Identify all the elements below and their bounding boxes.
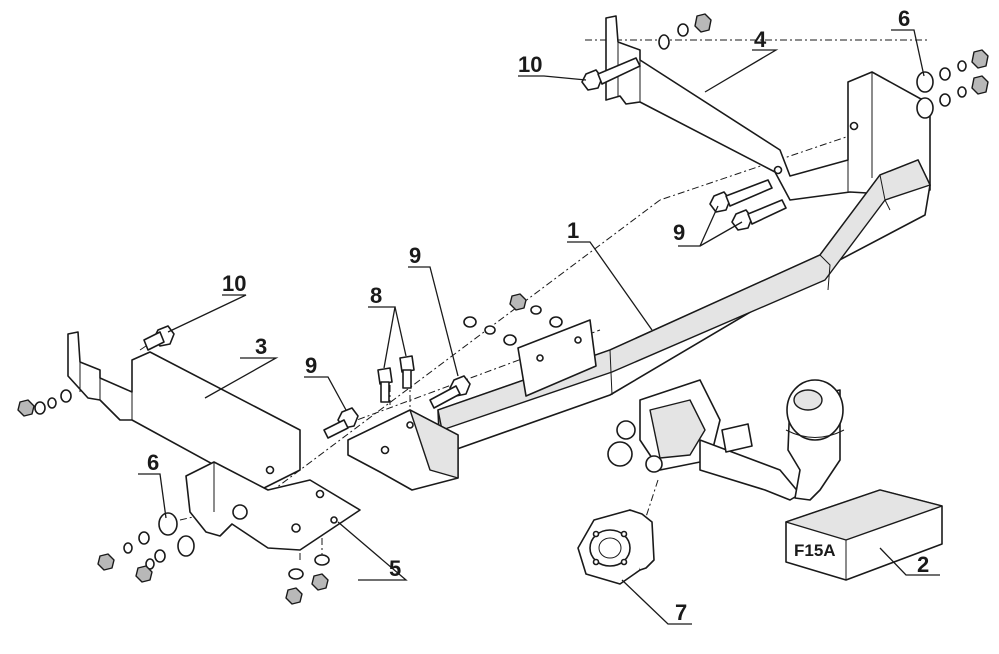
lower-mounting-plate	[185, 409, 459, 551]
callout-9-top: 9	[409, 243, 421, 268]
callout-8: 8	[370, 283, 382, 308]
tow-ball-assembly	[607, 379, 845, 501]
socket-plate	[577, 509, 655, 585]
top-right-spacer-and-nuts	[916, 49, 989, 119]
callout-10-left: 10	[222, 271, 246, 296]
callout-2: 2	[917, 552, 929, 577]
bottom-left-spacer-and-nuts	[97, 512, 330, 605]
left-bolt-10	[143, 325, 175, 351]
callout-1: 1	[567, 218, 579, 243]
callout-3: 3	[255, 334, 267, 359]
bracket-top-washers	[658, 13, 712, 50]
callout-4: 4	[754, 27, 767, 52]
callout-6-top: 6	[898, 6, 910, 31]
callout-5: 5	[389, 556, 401, 581]
callout-10-top: 10	[518, 52, 542, 77]
top-bolts-9	[709, 179, 787, 231]
callout-7: 7	[675, 600, 687, 625]
right-side-bracket	[605, 15, 931, 201]
callout-numbers: 1 2 3 4 5 6 6 7 8 9 9 9 10 10	[147, 6, 929, 625]
callout-6-bottom: 6	[147, 450, 159, 475]
callout-9-mid-right: 9	[673, 220, 685, 245]
center-bolts	[323, 355, 471, 439]
callout-leaders	[138, 29, 940, 625]
main-crossbar	[437, 159, 931, 456]
box-label: F15A	[794, 541, 836, 560]
electric-kit-box: F15A	[785, 489, 943, 581]
callout-9-mid-left: 9	[305, 353, 317, 378]
left-side-bracket	[17, 331, 301, 491]
top-bolt-10	[581, 57, 641, 91]
